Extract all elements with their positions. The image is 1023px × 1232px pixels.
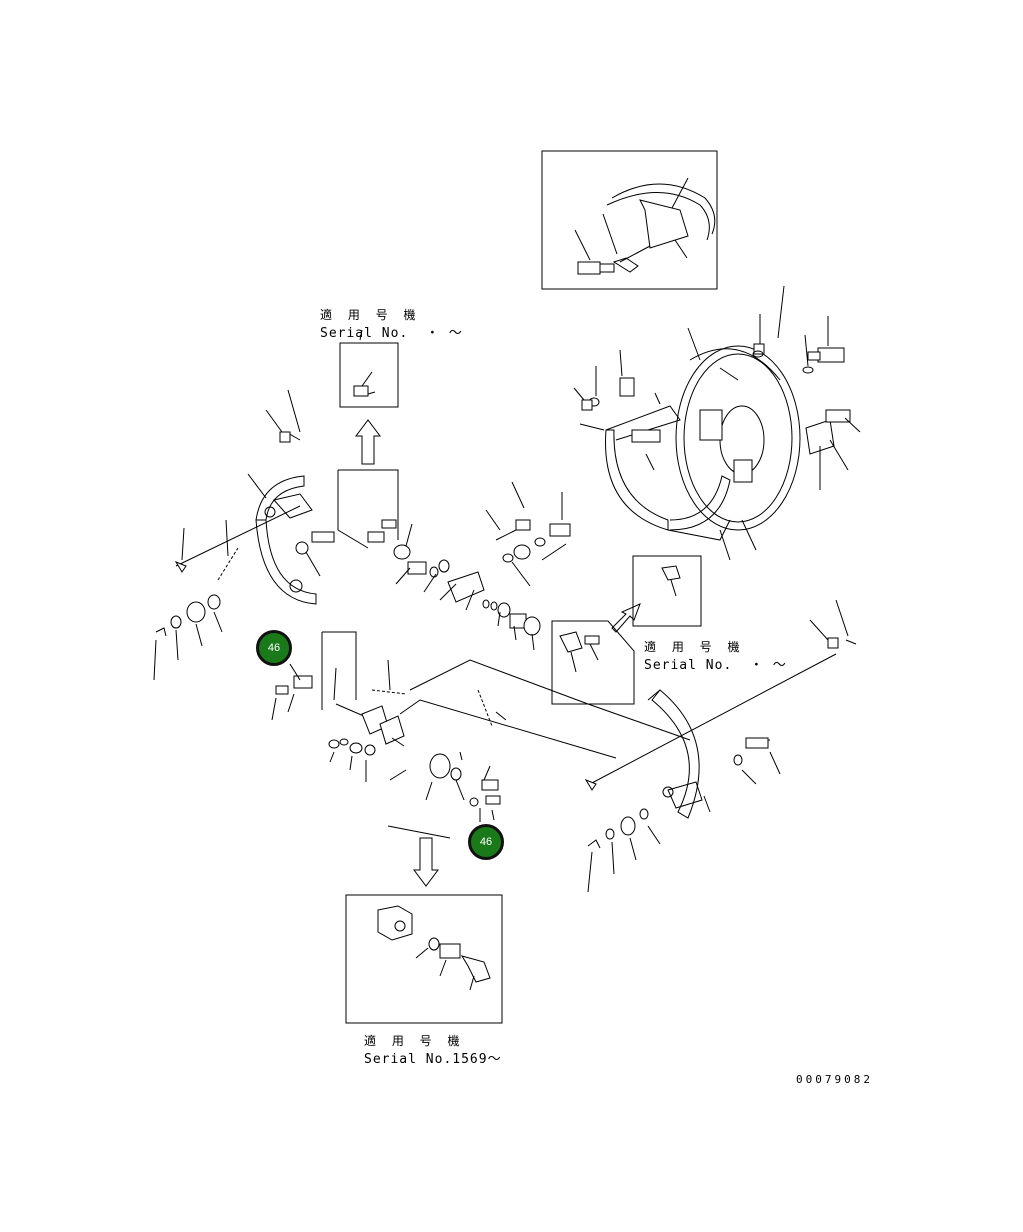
inset-box-serial-1 [339,329,399,408]
inset-box-pentagon [551,620,635,705]
callout-marker-46-left[interactable]: 46 [256,630,292,666]
brake-shoe-lower-right [584,519,857,893]
serial-no-1: Serial No. ・ ～ [320,326,463,341]
serial-title-3: 適 用 号 機 [364,1034,466,1048]
serial-no-3: Serial No.1569～ [364,1052,502,1067]
arrow-down [413,837,439,887]
brake-shoe-upper [579,392,731,541]
adjuster-assembly [271,631,691,839]
arrow-diagonal [611,603,641,633]
arrow-up [355,419,381,465]
serial-title-1: 適 用 号 機 [320,308,422,322]
fasteners-top [573,285,861,490]
center-cylinder [311,469,571,651]
left-hardware [153,389,321,681]
backing-plate [675,327,801,531]
brake-shoe-left [247,473,317,605]
inset-box-serial-3 [345,894,503,1024]
inset-box-serial-2 [632,555,702,627]
document-number: 00079082 [796,1073,873,1086]
callout-marker-46-right[interactable]: 46 [468,824,504,860]
serial-no-2: Serial No. ・ ～ [644,658,787,673]
serial-title-2: 適 用 号 機 [644,640,746,654]
inset-box-top-right [541,150,718,290]
